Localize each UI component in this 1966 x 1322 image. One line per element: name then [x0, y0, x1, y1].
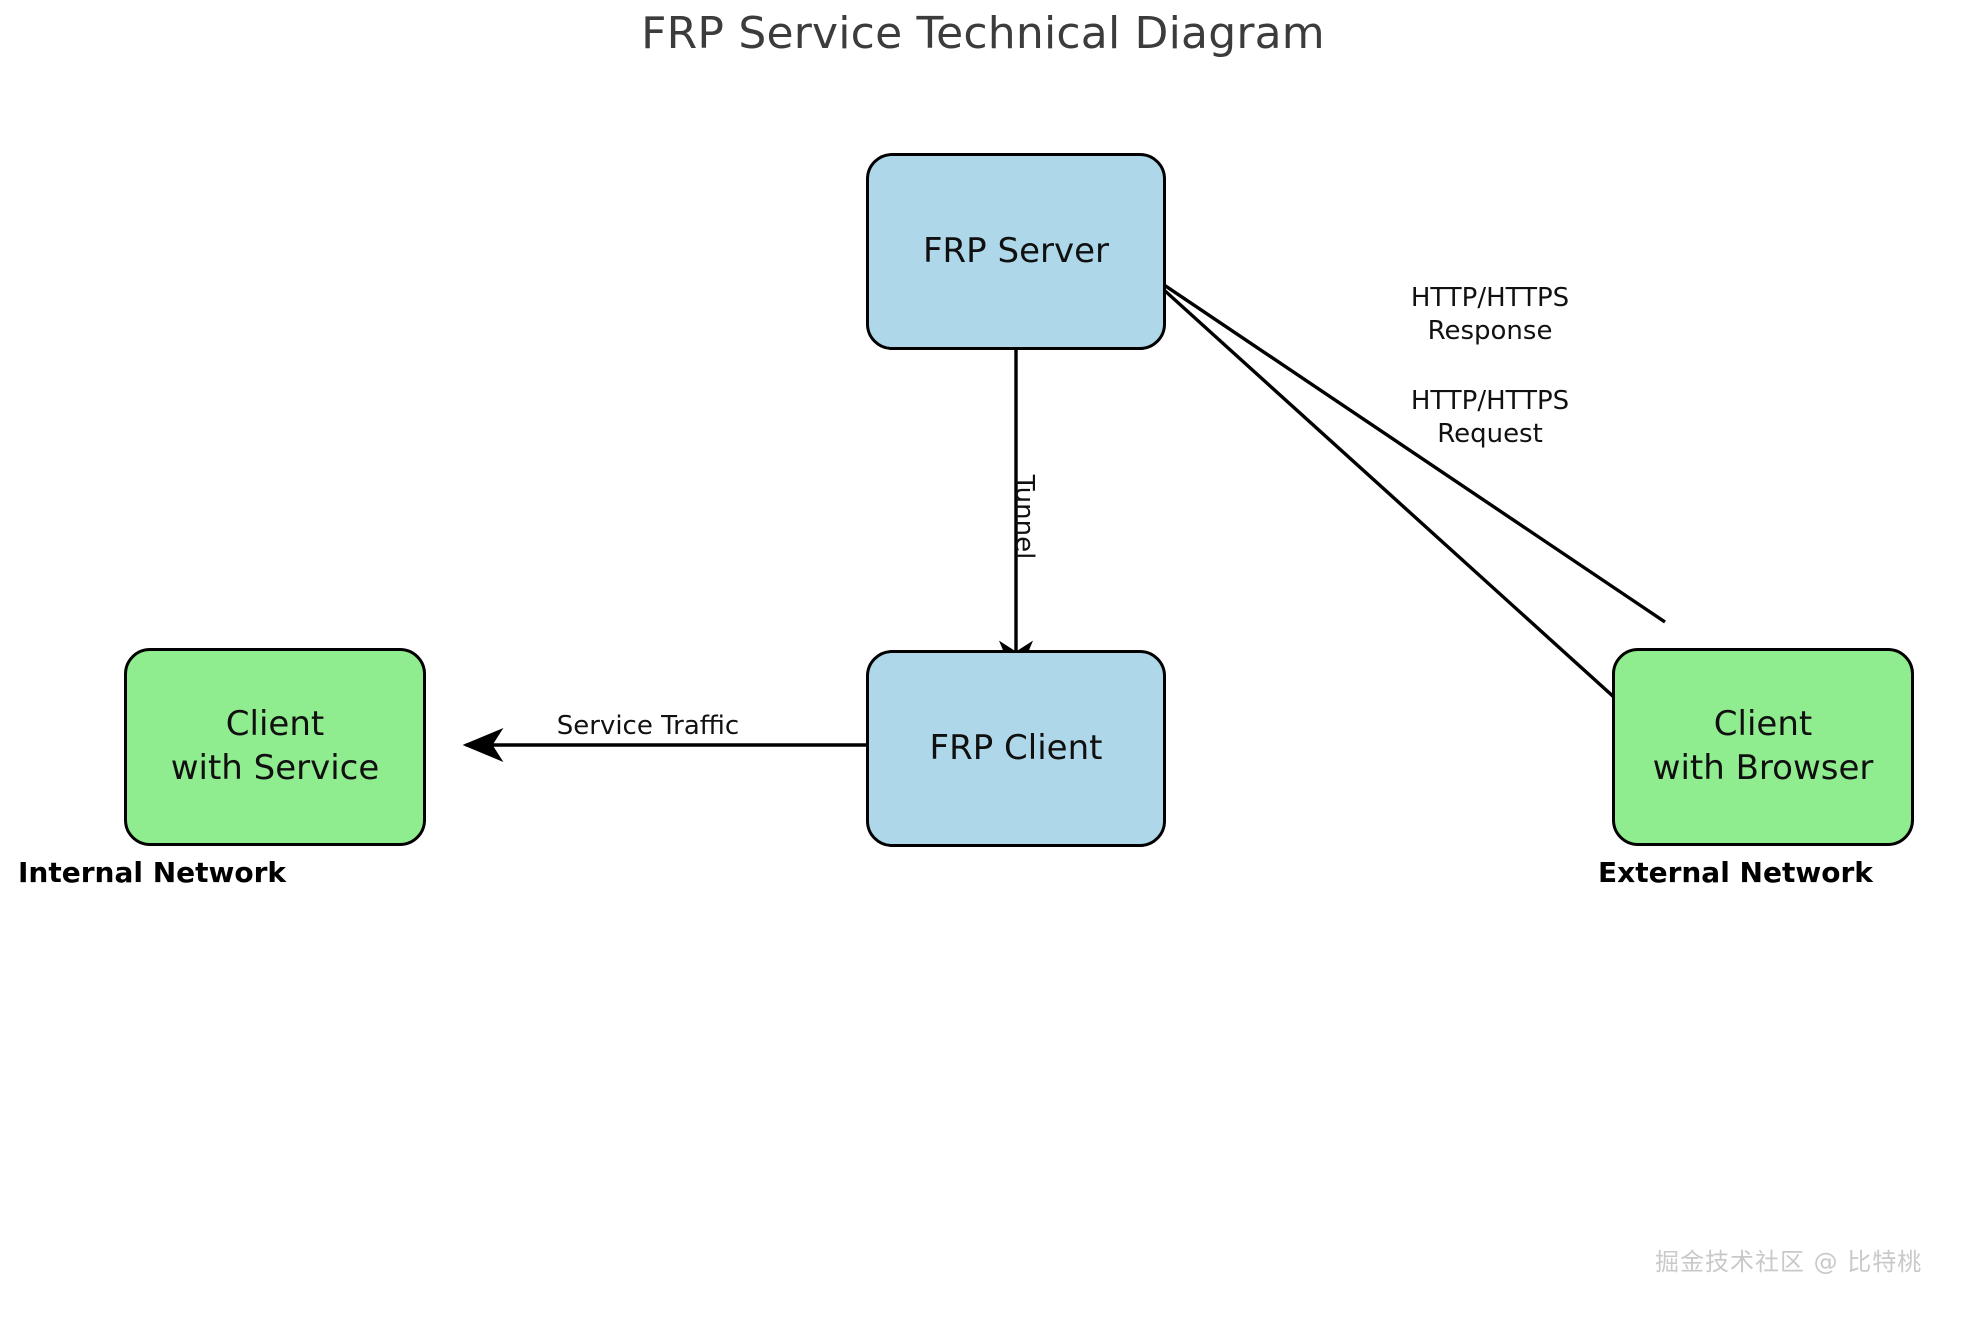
zone-label-external-network: External Network — [1598, 856, 1873, 889]
zone-label-internal-network: Internal Network — [18, 856, 287, 889]
watermark: 掘金技术社区 @ 比特桃 — [1655, 1248, 1923, 1276]
edge-label-service-traffic: Service Traffic — [556, 711, 740, 741]
page-title: FRP Service Technical Diagram — [641, 8, 1325, 59]
edge-label-http-response: HTTP/HTTPS Response — [1410, 283, 1570, 346]
node-client-with-service[interactable]: Client with Service — [124, 648, 426, 846]
edge-http-response-line — [1120, 250, 1671, 749]
edge-http-request-line — [1121, 256, 1666, 624]
edge-label-tunnel: Tunnel — [1009, 474, 1039, 560]
node-frp-server[interactable]: FRP Server — [866, 153, 1166, 350]
node-client-with-browser[interactable]: Client with Browser — [1612, 648, 1914, 846]
node-frp-client[interactable]: FRP Client — [866, 650, 1166, 847]
edge-label-http-request: HTTP/HTTPS Request — [1410, 386, 1570, 449]
